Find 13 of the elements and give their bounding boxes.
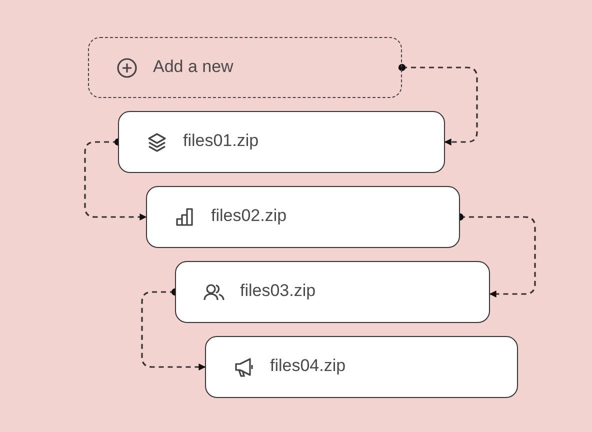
file-label: files01.zip <box>183 131 259 151</box>
file-label: Add a new <box>153 56 234 76</box>
file-label: files02.zip <box>211 206 287 226</box>
file-box <box>118 111 445 173</box>
file-box <box>146 186 460 248</box>
file-label: files04.zip <box>270 356 346 376</box>
file-box <box>175 261 490 323</box>
dashed-add-box <box>88 37 402 98</box>
dashed-connector <box>84 138 147 220</box>
file-label: files03.zip <box>240 281 316 301</box>
file-box <box>205 336 518 398</box>
dashed-connector <box>398 64 478 146</box>
dashed-connector <box>141 288 206 370</box>
